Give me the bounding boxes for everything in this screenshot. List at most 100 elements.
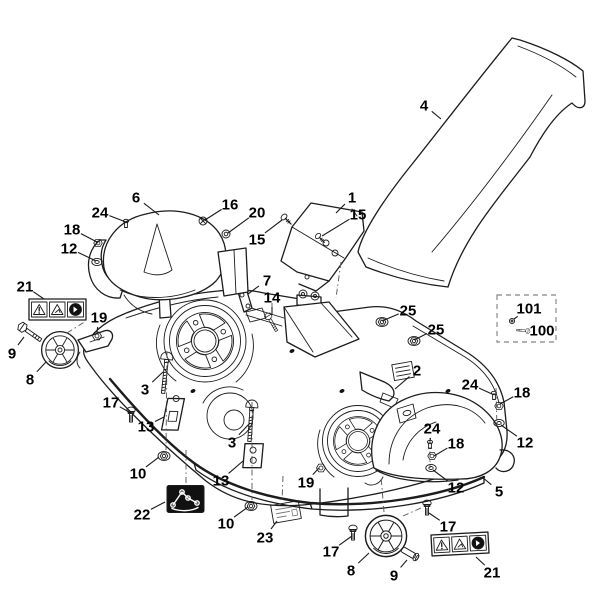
callout-24[interactable]: 24 bbox=[424, 421, 441, 438]
leader-line-25 bbox=[413, 332, 428, 341]
part-23-rating-plate bbox=[270, 500, 302, 524]
callout-13[interactable]: 13 bbox=[138, 419, 155, 436]
callout-7[interactable]: 7 bbox=[263, 273, 271, 290]
nut-10-right bbox=[244, 500, 258, 512]
callout-1[interactable]: 1 bbox=[348, 190, 356, 207]
callout-10[interactable]: 10 bbox=[130, 466, 147, 483]
callout-19[interactable]: 19 bbox=[91, 310, 108, 327]
callout-16[interactable]: 16 bbox=[222, 197, 239, 214]
guide-layer bbox=[66, 261, 498, 517]
leader-line-2 bbox=[394, 376, 410, 390]
part-101-grommet bbox=[508, 317, 516, 325]
leader-line-25 bbox=[381, 313, 400, 322]
inset-box-100-101 bbox=[496, 294, 557, 343]
assembly-guide-line bbox=[165, 351, 168, 451]
assembly-guide-line bbox=[66, 320, 87, 334]
callout-18[interactable]: 18 bbox=[64, 222, 81, 239]
leader-line-21 bbox=[475, 556, 486, 566]
callout-24[interactable]: 24 bbox=[462, 377, 479, 394]
callout-2[interactable]: 2 bbox=[413, 363, 421, 380]
assembly-guide-line bbox=[281, 475, 284, 503]
part-13-bracket-upper bbox=[160, 395, 186, 431]
leader-line-6 bbox=[143, 202, 160, 216]
screw-16 bbox=[198, 216, 208, 226]
callout-8[interactable]: 8 bbox=[26, 372, 34, 389]
callout-14[interactable]: 14 bbox=[264, 290, 281, 307]
callout-17[interactable]: 17 bbox=[103, 395, 120, 412]
leader-line-5 bbox=[481, 476, 492, 486]
leader-line-15 bbox=[264, 219, 283, 234]
callout-13[interactable]: 13 bbox=[213, 473, 230, 490]
part-8-wheel-right bbox=[364, 514, 408, 558]
leader-line-21 bbox=[32, 291, 45, 300]
leader-line-10 bbox=[145, 456, 160, 468]
part-6-belt-cover-left bbox=[87, 210, 249, 315]
callout-9[interactable]: 9 bbox=[390, 568, 398, 585]
deck-step-grille bbox=[391, 360, 415, 382]
callout-18[interactable]: 18 bbox=[514, 385, 531, 402]
callout-19[interactable]: 19 bbox=[298, 475, 315, 492]
leader-line-16 bbox=[204, 208, 222, 221]
callout-18[interactable]: 18 bbox=[448, 436, 465, 453]
callout-21[interactable]: 21 bbox=[17, 279, 34, 296]
leader-line-4 bbox=[431, 110, 442, 120]
leader-line-3 bbox=[238, 422, 251, 436]
callout-100[interactable]: 100 bbox=[529, 323, 554, 340]
callout-24[interactable]: 24 bbox=[92, 205, 109, 222]
callout-10[interactable]: 10 bbox=[218, 516, 235, 533]
callout-4[interactable]: 4 bbox=[420, 98, 429, 115]
leader-line-19 bbox=[312, 467, 320, 476]
callout-12[interactable]: 12 bbox=[61, 241, 78, 258]
screw-15-a bbox=[279, 212, 295, 228]
part-13-bracket-lower bbox=[242, 442, 264, 469]
callout-25[interactable]: 25 bbox=[400, 303, 417, 320]
callout-17[interactable]: 17 bbox=[323, 544, 340, 561]
callout-12[interactable]: 12 bbox=[448, 480, 465, 497]
leader-line-13 bbox=[154, 416, 165, 423]
leader-line-18 bbox=[499, 396, 514, 405]
assembly-guide-line bbox=[380, 475, 385, 513]
callout-17[interactable]: 17 bbox=[440, 519, 457, 536]
bolt-9-left bbox=[15, 320, 44, 345]
weld-dot bbox=[190, 389, 196, 393]
callout-101[interactable]: 101 bbox=[516, 301, 541, 318]
callout-6[interactable]: 6 bbox=[132, 190, 140, 207]
leader-line-20 bbox=[227, 217, 250, 234]
leader-line-9 bbox=[17, 336, 25, 346]
leader-line-8 bbox=[36, 361, 47, 373]
assembly-guide-line bbox=[335, 261, 342, 299]
leader-line-18 bbox=[433, 447, 448, 457]
part-100-screw bbox=[516, 327, 531, 334]
callout-15[interactable]: 15 bbox=[350, 207, 367, 224]
leader-line-7 bbox=[247, 285, 260, 295]
assembly-guide-line bbox=[402, 507, 422, 517]
callout-15[interactable]: 15 bbox=[249, 232, 266, 249]
leader-line-17 bbox=[338, 535, 353, 546]
callout-8[interactable]: 8 bbox=[347, 563, 355, 580]
weld-dot bbox=[289, 349, 295, 353]
callout-21[interactable]: 21 bbox=[484, 565, 501, 582]
callout-12[interactable]: 12 bbox=[517, 435, 534, 452]
leader-line-18 bbox=[80, 233, 98, 243]
part-21-safety-label-left bbox=[28, 298, 87, 321]
leader-line-1 bbox=[335, 203, 346, 214]
callout-3[interactable]: 3 bbox=[228, 435, 236, 452]
callout-5[interactable]: 5 bbox=[495, 484, 503, 501]
leader-line-12 bbox=[77, 251, 97, 262]
callout-3[interactable]: 3 bbox=[141, 382, 149, 399]
callout-23[interactable]: 23 bbox=[257, 530, 274, 547]
weld-dot bbox=[445, 389, 451, 393]
leader-line-22 bbox=[150, 501, 166, 510]
leader-line-24 bbox=[478, 387, 493, 395]
callout-25[interactable]: 25 bbox=[428, 322, 445, 339]
pin-9-right bbox=[399, 545, 421, 563]
leader-line-101 bbox=[513, 315, 519, 320]
callout-9[interactable]: 9 bbox=[8, 346, 16, 363]
callout-20[interactable]: 20 bbox=[249, 205, 266, 222]
leader-line-13 bbox=[228, 460, 244, 474]
callout-22[interactable]: 22 bbox=[134, 507, 151, 524]
leader-line-9 bbox=[400, 559, 408, 568]
